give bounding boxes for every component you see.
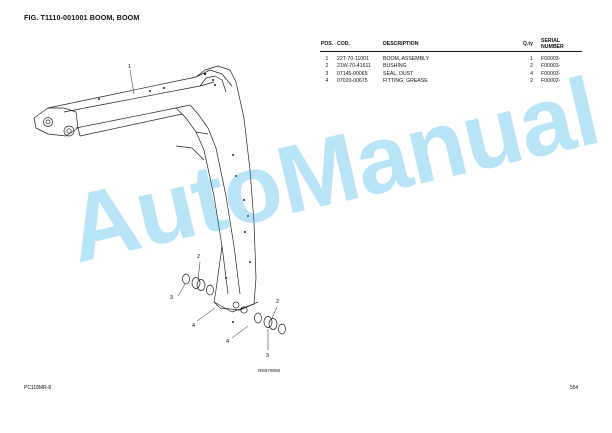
cell-qty: 2 bbox=[530, 63, 533, 70]
cell-cod: 22T-70-11001 bbox=[337, 55, 369, 62]
header-serial: SERIAL NUMBER bbox=[539, 38, 582, 52]
cell-cod: 07145-00065 bbox=[337, 70, 368, 77]
cell-description: BUSHING bbox=[383, 63, 407, 70]
cell-pos: 1 bbox=[325, 55, 329, 62]
cell-pos: 4 bbox=[325, 78, 329, 85]
callout-4: 4 bbox=[226, 339, 229, 345]
parts-table-header: POS. COD. DESCRIPTION Q.ty SERIAL NUMBER bbox=[320, 38, 582, 52]
drawing-reference-code: RKB79050 bbox=[258, 368, 281, 373]
cell-cod: 21W-70-41611 bbox=[337, 63, 371, 70]
table-row: 4 07020-00675 FITTING, GREASE 2 F00002- bbox=[320, 78, 582, 86]
table-row: 1 22T-70-11001 BOOM, ASSEMBLY 1 F00003- bbox=[320, 52, 582, 63]
right-bushing-group bbox=[254, 312, 286, 335]
cell-serial: F00003- bbox=[541, 63, 561, 70]
boom-assembly bbox=[33, 65, 259, 314]
boom-bolt-holes bbox=[98, 72, 251, 323]
left-bushing-group bbox=[182, 273, 214, 296]
footer-model: PC118MR-8 bbox=[24, 385, 52, 391]
callout-1: 1 bbox=[128, 64, 131, 70]
parts-table: POS. COD. DESCRIPTION Q.ty SERIAL NUMBER… bbox=[320, 38, 582, 85]
table-row: 2 21W-70-41611 BUSHING 2 F00003- bbox=[320, 63, 582, 71]
cell-qty: 4 bbox=[530, 70, 533, 77]
cell-description: FITTING, GREASE bbox=[383, 78, 428, 85]
header-cod: COD. bbox=[334, 38, 383, 52]
cell-qty: 1 bbox=[530, 55, 533, 62]
page-number: 554 bbox=[570, 385, 579, 391]
cell-qty: 2 bbox=[530, 78, 533, 85]
callout-4: 4 bbox=[192, 323, 195, 329]
callout-2: 2 bbox=[197, 254, 200, 260]
header-pos: POS. bbox=[320, 38, 334, 52]
callout-3: 3 bbox=[266, 353, 269, 359]
cell-serial: F00003- bbox=[541, 70, 561, 77]
callout-3: 3 bbox=[170, 295, 173, 301]
callout-2: 2 bbox=[276, 299, 279, 305]
cell-pos: 2 bbox=[325, 63, 329, 70]
cell-pos: 3 bbox=[325, 70, 329, 77]
cell-description: SEAL, DUST bbox=[383, 70, 414, 77]
cell-serial: F00002- bbox=[541, 78, 561, 85]
table-row: 3 07145-00065 SEAL, DUST 4 F00003- bbox=[320, 70, 582, 78]
cell-description: BOOM, ASSEMBLY bbox=[383, 55, 430, 62]
figure-title: FIG. T1110-001001 BOOM, BOOM bbox=[24, 13, 140, 22]
header-qty: Q.ty bbox=[511, 38, 539, 52]
callout-leaders bbox=[129, 69, 278, 350]
header-description: DESCRIPTION bbox=[383, 38, 511, 52]
cell-cod: 07020-00675 bbox=[337, 78, 368, 85]
cell-serial: F00003- bbox=[541, 55, 561, 62]
